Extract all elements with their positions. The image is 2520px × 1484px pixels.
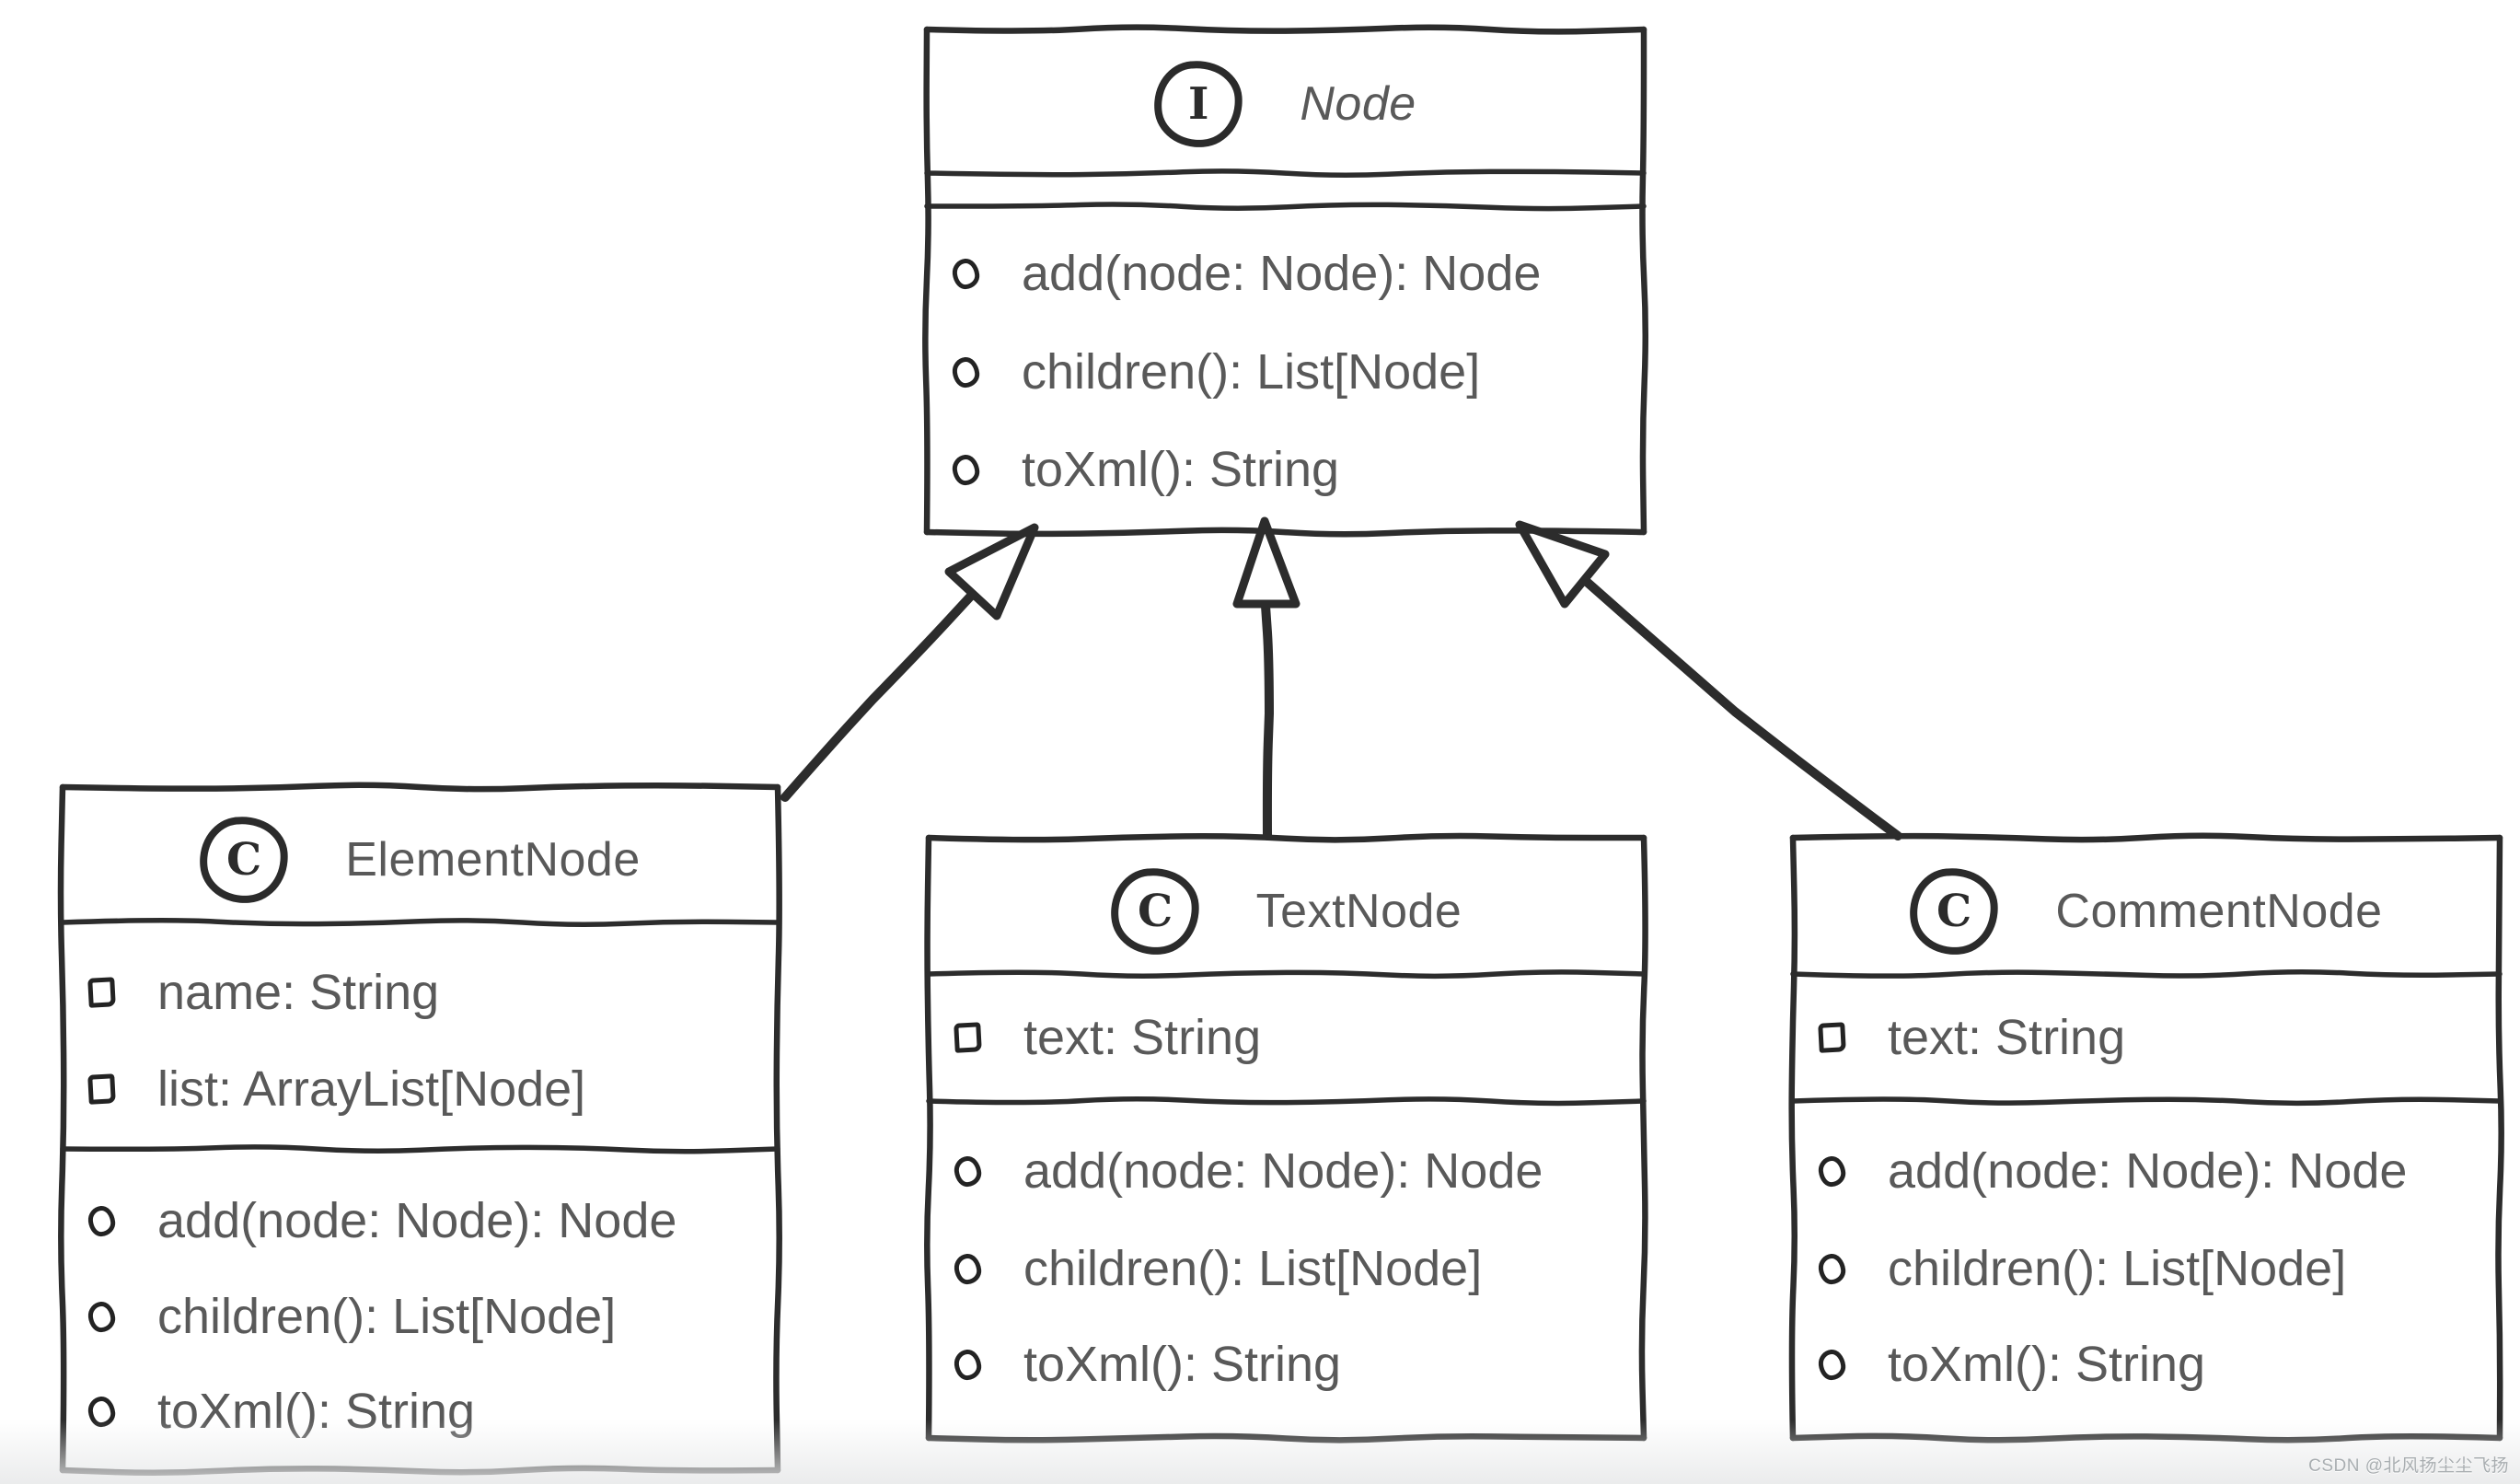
class-box-fill-textnode — [929, 838, 1644, 1438]
method-icon — [1817, 1252, 1847, 1285]
class-header: I Node — [927, 29, 1644, 179]
class-icon: C — [196, 812, 293, 908]
method-icon — [953, 1348, 983, 1381]
method-icon — [87, 1204, 117, 1237]
class-box-commentnode: C CommentNode text: String add(node: Nod… — [1793, 838, 2500, 1438]
method-row: add(node: Node): Node — [929, 1138, 1644, 1204]
method-label: add(node: Node): Node — [1023, 1143, 1543, 1199]
method-label: children(): List[Node] — [1888, 1241, 2347, 1296]
class-box-border-elementnode — [57, 783, 67, 1474]
field-row: list: ArrayList[Node] — [63, 1056, 778, 1122]
class-box-fill-node — [927, 29, 1644, 532]
class-icon-letter: C — [1137, 886, 1173, 938]
field-icon — [954, 1022, 982, 1053]
field-icon — [1818, 1022, 1846, 1053]
method-label: toXml(): String — [1022, 442, 1340, 497]
class-box-divider-textnode — [926, 1096, 1647, 1107]
class-box-textnode: C TextNode text: String add(node: Node):… — [929, 838, 1644, 1438]
field-label: text: String — [1023, 1010, 1262, 1065]
class-box-border-elementnode — [59, 782, 781, 793]
method-icon — [1817, 1154, 1847, 1188]
inheritance-arrow-shaft-textnode-to-node — [1261, 601, 1274, 841]
watermark: CSDN @北风扬尘尘飞扬 — [2308, 1456, 2509, 1476]
interface-icon-letter: I — [1188, 78, 1209, 131]
class-icon: C — [1106, 864, 1203, 959]
inheritance-arrow-shaft-commentnode-to-node — [1582, 577, 1902, 841]
field-icon — [87, 1073, 116, 1105]
method-label: toXml(): String — [1023, 1337, 1342, 1392]
method-row: children(): List[Node] — [1793, 1235, 2500, 1302]
interface-icon: I — [1150, 56, 1247, 152]
method-icon — [951, 257, 981, 290]
class-box-border-node — [922, 26, 931, 536]
class-box-border-node — [923, 24, 1647, 35]
class-header: C TextNode — [929, 838, 1644, 985]
class-box-border-textnode — [925, 832, 1647, 843]
method-label: add(node: Node): Node — [1022, 246, 1542, 301]
field-row: name: String — [63, 959, 778, 1026]
class-header: C CommentNode — [1793, 838, 2500, 985]
method-row: toXml(): String — [63, 1378, 778, 1444]
method-row: add(node: Node): Node — [927, 240, 1644, 307]
class-box-divider-commentnode — [1790, 1096, 2503, 1107]
field-row: text: String — [1793, 1004, 2500, 1071]
method-row: children(): List[Node] — [927, 339, 1644, 405]
class-box-border-node — [923, 527, 1647, 538]
inheritance-arrow-head-elementnode-to-node — [944, 523, 1039, 620]
class-box-divider-elementnode — [60, 1144, 780, 1154]
class-box-divider-elementnode — [60, 918, 780, 927]
inheritance-arrow-shaft-elementnode-to-node — [780, 589, 977, 802]
method-row: toXml(): String — [929, 1331, 1644, 1397]
method-label: toXml(): String — [157, 1384, 476, 1439]
class-box-border-commentnode — [2495, 834, 2504, 1442]
field-label: text: String — [1888, 1010, 2126, 1065]
inheritance-arrow-head-commentnode-to-node — [1515, 520, 1610, 609]
method-label: toXml(): String — [1888, 1337, 2206, 1392]
field-label: name: String — [157, 965, 440, 1020]
class-box-divider-node — [924, 202, 1647, 212]
method-row: children(): List[Node] — [929, 1235, 1644, 1302]
method-label: children(): List[Node] — [157, 1289, 617, 1344]
method-label: add(node: Node): Node — [1888, 1143, 2408, 1199]
class-box-divider-node — [924, 168, 1647, 178]
class-title: CommentNode — [2055, 885, 2383, 938]
class-box-divider-commentnode — [1790, 968, 2503, 979]
method-icon — [951, 453, 981, 486]
method-label: add(node: Node): Node — [157, 1193, 677, 1248]
class-icon: C — [1906, 864, 2003, 959]
class-box-divider-textnode — [926, 969, 1647, 980]
field-icon — [87, 977, 116, 1008]
class-title: Node — [1300, 77, 1416, 131]
class-box-node: I Node add(node: Node): Node children():… — [927, 29, 1644, 532]
method-icon — [1817, 1348, 1847, 1381]
method-label: children(): List[Node] — [1023, 1241, 1483, 1296]
method-row: toXml(): String — [1793, 1331, 2500, 1397]
method-row: children(): List[Node] — [63, 1283, 778, 1350]
method-icon — [87, 1395, 117, 1428]
class-icon-letter: C — [1936, 886, 1972, 938]
class-box-border-textnode — [1638, 834, 1648, 1442]
method-icon — [87, 1300, 117, 1333]
method-label: children(): List[Node] — [1022, 344, 1481, 400]
class-box-border-commentnode — [1789, 832, 2503, 843]
method-icon — [951, 355, 981, 388]
inheritance-arrow-head-textnode-to-node — [1232, 516, 1300, 609]
method-row: add(node: Node): Node — [1793, 1138, 2500, 1204]
class-box-fill-elementnode — [63, 787, 778, 1470]
class-header: C ElementNode — [63, 787, 778, 933]
class-title: TextNode — [1255, 885, 1462, 938]
class-box-border-elementnode — [773, 783, 782, 1474]
method-icon — [953, 1252, 983, 1285]
field-label: list: ArrayList[Node] — [157, 1061, 586, 1117]
method-row: toXml(): String — [927, 436, 1644, 503]
class-icon-letter: C — [226, 834, 262, 887]
method-icon — [953, 1154, 983, 1188]
class-title: ElementNode — [345, 833, 641, 887]
class-box-border-node — [1639, 26, 1649, 536]
class-box-elementnode: C ElementNode name: String list: ArrayLi… — [63, 787, 778, 1470]
method-row: add(node: Node): Node — [63, 1188, 778, 1254]
class-box-fill-commentnode — [1793, 838, 2500, 1438]
field-row: text: String — [929, 1004, 1644, 1071]
